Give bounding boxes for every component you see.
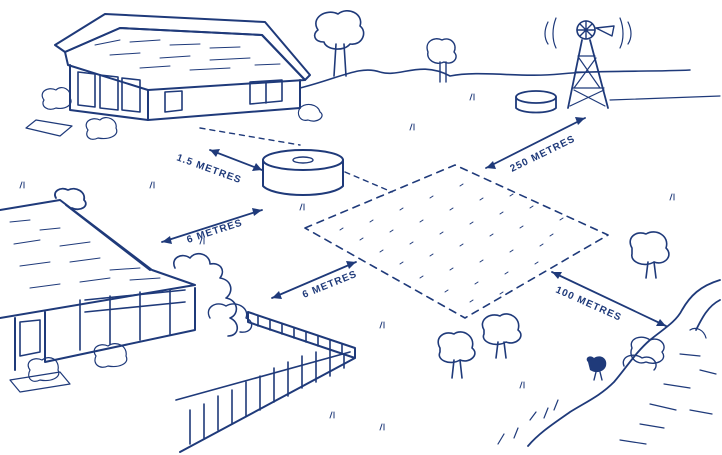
water-tank-icon <box>516 91 556 113</box>
horizon-line <box>300 69 720 100</box>
label-100-metres: 100 METRES <box>554 285 623 324</box>
windmill-icon <box>545 18 631 108</box>
measurement-fence-to-area: 6 METRES <box>272 261 359 301</box>
measurement-building-to-area: 6 METRES <box>162 208 262 246</box>
house-icon <box>26 14 322 139</box>
tree-icon <box>315 11 456 82</box>
measurement-house-to-tank: 1.5 METRES <box>175 149 262 186</box>
measurement-windmill-to-area: 250 METRES <box>486 117 585 175</box>
label-6-metres-building: 6 METRES <box>186 217 245 245</box>
septic-tank-icon <box>200 128 392 195</box>
bird-icon <box>587 356 607 380</box>
stream-icon <box>498 280 720 446</box>
measurement-stream-to-area: 100 METRES <box>552 272 666 326</box>
building-icon <box>0 189 195 392</box>
label-1-5-metres: 1.5 METRES <box>175 152 243 186</box>
